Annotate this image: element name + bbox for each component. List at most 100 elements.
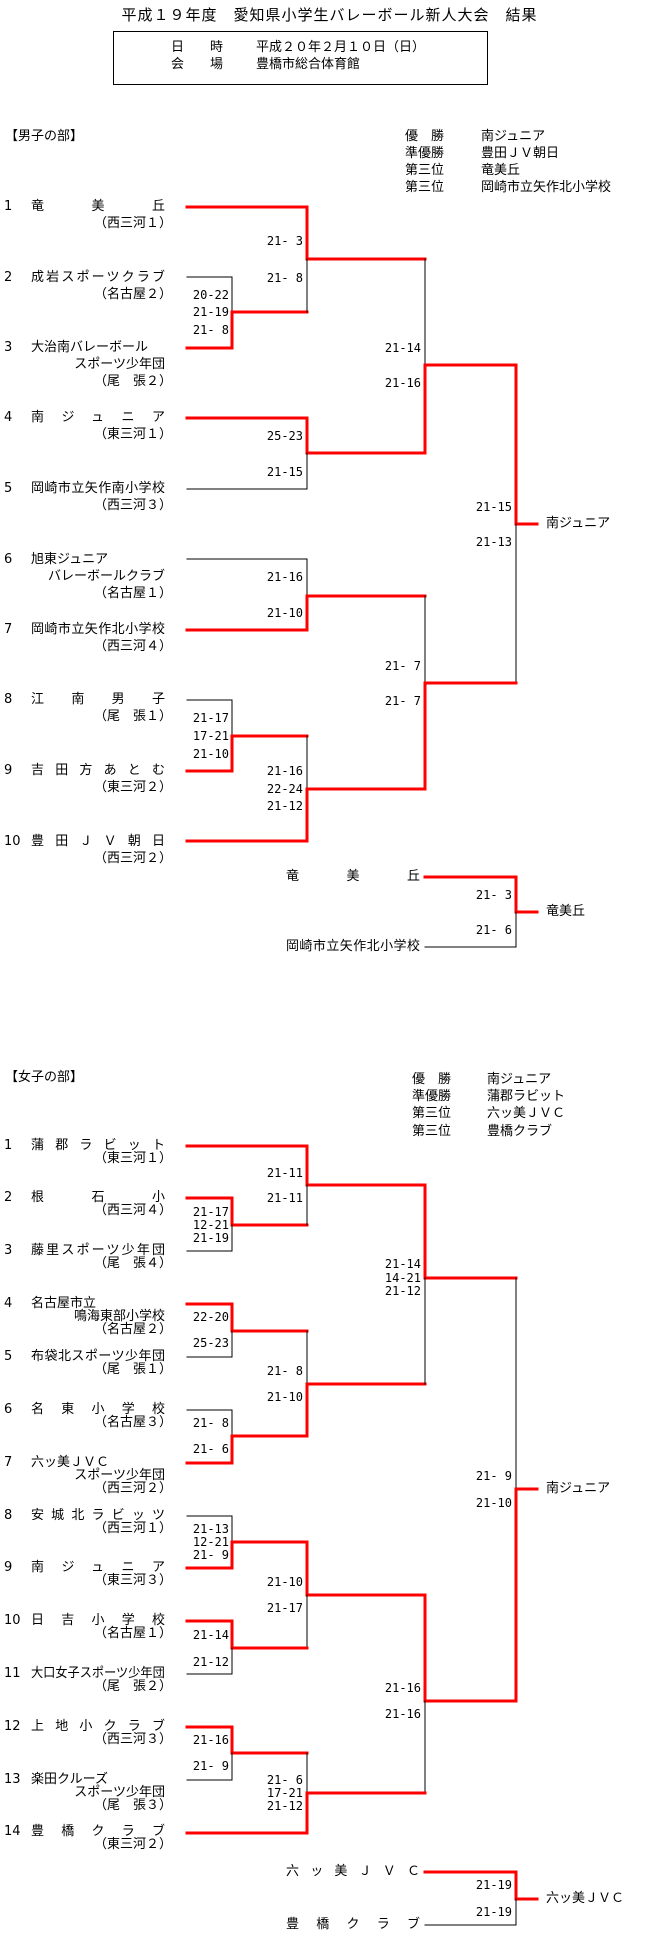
team-region: （西三河２） <box>93 1481 172 1496</box>
team-name: 南ジュニア <box>31 1560 165 1575</box>
team-region: （東三河１） <box>93 1151 172 1166</box>
result-rank-label: 第三位 <box>412 1106 452 1121</box>
team-name-line: スポーツ少年団 <box>74 1468 165 1483</box>
team-region: （名古屋３） <box>93 1415 172 1430</box>
team-name-line: スポーツ少年団 <box>74 357 165 372</box>
match-score: 21-19 <box>192 1231 229 1245</box>
team-number: 8 <box>4 692 13 707</box>
result-team: 豊橋クラブ <box>487 1124 553 1139</box>
result-rank-label: 優 勝 <box>405 129 445 144</box>
match-score: 25-23 <box>192 1336 229 1350</box>
team-name: 藤里スポーツ少年団 <box>31 1243 165 1258</box>
third-place-team: 六ッ美ＪＶＣ <box>286 1864 420 1879</box>
match-score: 21- 6 <box>266 1773 303 1787</box>
match-score: 21-11 <box>266 1191 303 1205</box>
third-place-winner: 竜美丘 <box>546 904 586 919</box>
match-score: 21-10 <box>266 1575 303 1589</box>
result-rank-label: 優 勝 <box>412 1072 452 1087</box>
team-name-line: スポーツ少年団 <box>74 1785 165 1800</box>
match-score: 21-19 <box>192 305 229 319</box>
team-name: 布袋北スポーツ少年団 <box>31 1349 165 1364</box>
match-score: 22-20 <box>192 1310 229 1324</box>
match-score: 12-21 <box>192 1535 229 1549</box>
match-score: 21- 7 <box>384 694 421 708</box>
team-number: 4 <box>4 1296 13 1311</box>
team-number: 11 <box>4 1666 21 1681</box>
team-number: 9 <box>4 1560 13 1575</box>
boys-section-heading: 【男子の部】 <box>5 129 84 144</box>
result-team: 南ジュニア <box>487 1072 552 1087</box>
team-number: 4 <box>4 410 13 425</box>
third-place-team: 竜美丘 <box>286 869 420 884</box>
champion-label: 南ジュニア <box>546 1481 611 1496</box>
team-region: （西三河４） <box>93 639 172 654</box>
team-name-line: 楽田クルーズ <box>31 1772 108 1787</box>
match-score: 21-10 <box>266 606 303 620</box>
match-score: 21-15 <box>266 465 303 479</box>
team-name: 上地小クラブ <box>31 1719 165 1734</box>
team-name: 岡崎市立矢作南小学校 <box>31 481 165 496</box>
team-name: 豊橋クラブ <box>31 1824 165 1839</box>
match-score: 21-15 <box>475 500 512 514</box>
team-number: 8 <box>4 1508 13 1523</box>
team-number: 12 <box>4 1719 21 1734</box>
team-region: （尾 張４） <box>93 1256 172 1271</box>
match-score: 17-21 <box>192 729 229 743</box>
match-score: 21- 6 <box>192 1442 229 1456</box>
match-score: 21- 9 <box>475 1469 512 1483</box>
result-rank-label: 第三位 <box>412 1124 452 1139</box>
match-score: 14-21 <box>384 1271 421 1285</box>
team-region: （尾 張１） <box>93 1362 172 1377</box>
match-score: 21-10 <box>192 747 229 761</box>
match-score: 21-12 <box>266 1799 303 1813</box>
match-score: 21- 7 <box>384 659 421 673</box>
match-score: 22-24 <box>266 782 303 796</box>
team-region: （西三河２） <box>93 851 172 866</box>
event-info-box <box>113 31 488 85</box>
team-number: 2 <box>4 270 13 285</box>
team-number: 6 <box>4 1402 13 1417</box>
result-team: 竜美丘 <box>481 163 521 178</box>
third-place-team: 豊橋クラブ <box>286 1917 420 1932</box>
team-region: （東三河２） <box>93 1837 172 1852</box>
team-number: 5 <box>4 1349 13 1364</box>
result-rank-label: 準優勝 <box>405 146 445 161</box>
team-name: 安城北ラビッツ <box>31 1508 165 1523</box>
team-name-line: 旭東ジュニア <box>31 552 109 567</box>
team-name: 江南男子 <box>31 692 165 707</box>
team-number: 7 <box>4 1455 13 1470</box>
team-region: （西三河３） <box>93 1732 172 1747</box>
team-number: 3 <box>4 340 13 355</box>
team-region: （東三河１） <box>93 427 172 442</box>
team-name: 岡崎市立矢作北小学校 <box>31 622 165 637</box>
match-score: 25-23 <box>266 429 303 443</box>
team-region: （西三河１） <box>93 216 172 231</box>
match-score: 21- 8 <box>192 1416 229 1430</box>
team-name: 根石小 <box>31 1190 165 1205</box>
team-name: 大口女子スポーツ少年団 <box>31 1666 165 1681</box>
event-venue: 豊橋市総合体育館 <box>256 57 361 72</box>
team-name-line: 六ッ美ＪＶＣ <box>31 1455 110 1470</box>
third-place-score: 21- 3 <box>475 888 512 902</box>
third-place-score: 21-19 <box>475 1905 512 1919</box>
match-score: 20-22 <box>192 288 229 302</box>
team-region: （名古屋１） <box>93 586 172 601</box>
match-score: 21-17 <box>266 1601 303 1615</box>
team-region: （尾 張１） <box>93 709 172 724</box>
match-score: 21-16 <box>384 1707 421 1721</box>
team-number: 7 <box>4 622 13 637</box>
team-region: （名古屋２） <box>93 1322 172 1337</box>
date-label: 日 時 <box>171 40 224 55</box>
team-name-line: バレーボールクラブ <box>47 569 165 584</box>
team-region: （西三河１） <box>93 1521 172 1536</box>
team-number: 9 <box>4 763 13 778</box>
match-score: 21-12 <box>192 1655 229 1669</box>
team-number: 1 <box>4 1138 13 1153</box>
result-team: 六ッ美ＪＶＣ <box>487 1106 566 1121</box>
team-name: 蒲郡ラビット <box>31 1138 165 1153</box>
team-region: （東三河３） <box>93 1573 172 1588</box>
result-rank-label: 準優勝 <box>412 1089 452 1104</box>
team-number: 10 <box>4 834 21 849</box>
team-name: 竜美丘 <box>31 199 165 214</box>
